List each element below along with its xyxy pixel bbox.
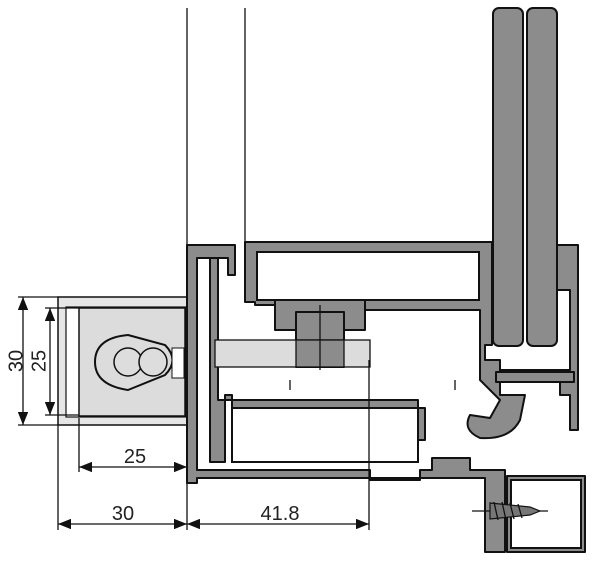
closer-housing [57, 296, 191, 426]
glass-panes [492, 7, 558, 347]
dim-box-inner-height: 25 [28, 350, 50, 372]
dim-box-outer-width: 30 [112, 503, 134, 525]
dim-box-inner-width: 25 [124, 446, 146, 468]
dim-box-outer-height: 30 [5, 350, 27, 372]
frame-profile [186, 244, 506, 553]
sash-lines [186, 8, 246, 245]
dim-frame-depth: 41.8 [261, 503, 300, 525]
dimension-lines [17, 296, 369, 530]
screw-icon [472, 501, 548, 521]
